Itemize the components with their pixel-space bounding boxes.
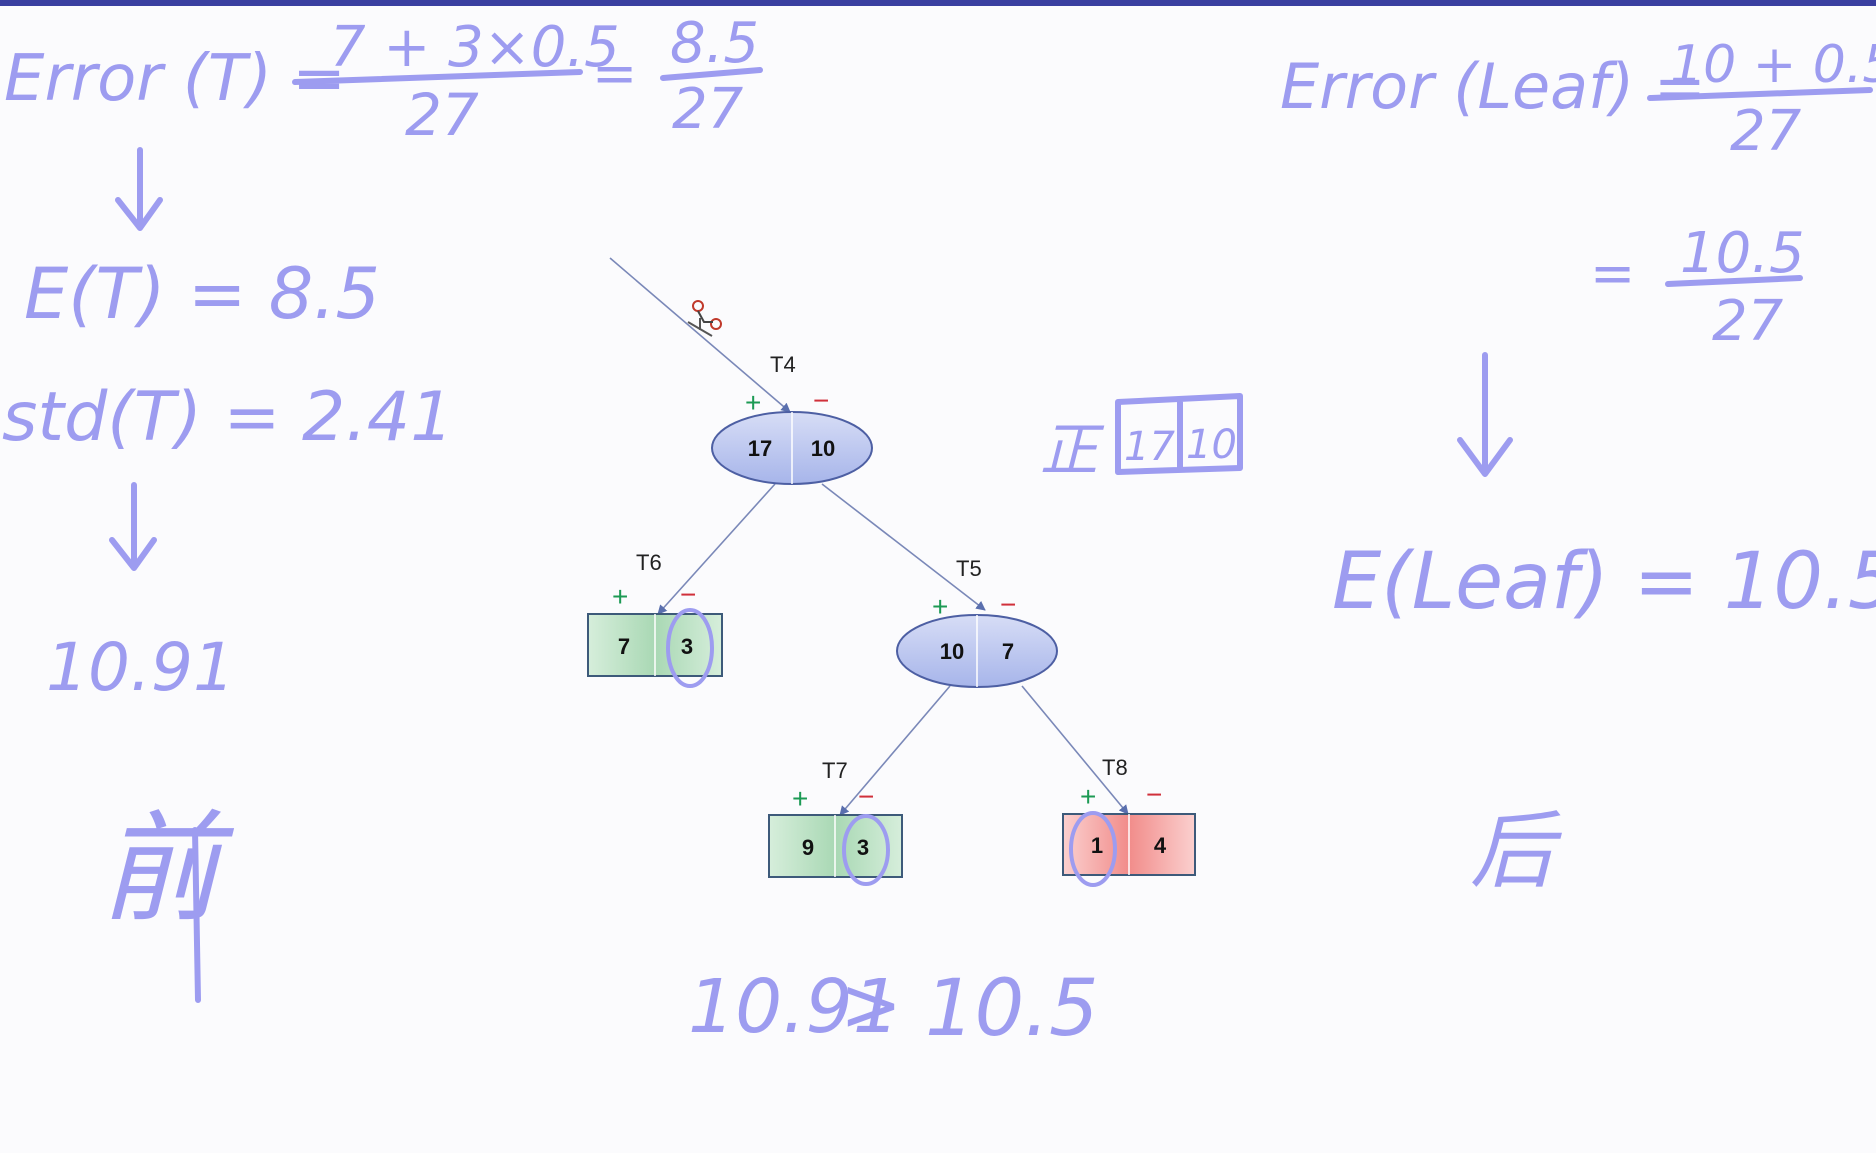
minus-sign: −: [813, 385, 829, 416]
merged-box: [1115, 393, 1243, 475]
comparison-left: 10.91: [688, 964, 900, 1050]
error-t-formula: Error (T) = 7 + 3×0.5 27 = 8.5 27: [4, 11, 763, 149]
node-label: T7: [822, 758, 848, 783]
minus-sign: −: [680, 579, 696, 610]
error-t-fraction-bar: [292, 69, 583, 85]
minus-sign: −: [1146, 779, 1162, 810]
plus-sign: +: [1080, 781, 1096, 812]
before-error-value: 10.91: [46, 629, 235, 706]
plus-sign: +: [932, 591, 948, 622]
node-positive-count: 1: [1091, 833, 1103, 858]
minus-sign: −: [858, 781, 874, 812]
comparison-operator: >: [840, 962, 902, 1048]
tree-edge-t4-t5: [821, 483, 986, 611]
tree-edge-root: [609, 257, 791, 413]
node-label: T5: [956, 556, 982, 581]
tree-edge-t5-t7: [839, 685, 951, 816]
error-t-equals: =: [592, 42, 637, 105]
plus-sign: +: [745, 387, 761, 418]
tree-node-t7: T7 + − 9 3: [768, 758, 903, 886]
error-leaf-result-denominator: 27: [1712, 289, 1784, 354]
node-positive-count: 9: [802, 835, 814, 860]
plus-sign: +: [612, 581, 628, 612]
node-positive-count: 17: [748, 436, 772, 461]
scissors-icon: [687, 300, 722, 337]
error-leaf-formula: Error (Leaf) = 10 + 0.5 27 = 10.5 27: [1280, 35, 1876, 354]
error-leaf-result-numerator: 10.5: [1680, 221, 1805, 286]
node-negative-count: 7: [1002, 639, 1014, 664]
node-label: T4: [770, 352, 796, 377]
merged-left: 17: [1124, 424, 1175, 470]
comparison-note: 10.91 > 10.5: [688, 962, 1099, 1054]
tree-node-t6: T6 + − 7 3: [587, 550, 723, 688]
node-positive-count: 10: [940, 639, 964, 664]
error-leaf-numerator: 10 + 0.5: [1670, 35, 1876, 95]
e-t-value: E(T) = 8.5: [24, 253, 380, 335]
before-label: 前: [100, 800, 235, 939]
error-leaf-equals: =: [1590, 242, 1635, 305]
node-negative-count: 10: [811, 436, 835, 461]
circled-mark: [842, 814, 890, 886]
error-leaf-fraction-bar: [1647, 87, 1873, 101]
decision-tree: T4 + − 17 10 T6 + − 7 3 T5 + − 10 7: [587, 257, 1196, 887]
node-label: T6: [636, 550, 662, 575]
merged-label: 正: [1040, 416, 1105, 484]
std-t-value: std(T) = 2.41: [2, 378, 453, 457]
error-t-denominator: 27: [405, 81, 479, 149]
node-negative-count: 3: [857, 835, 869, 860]
node-negative-count: 3: [681, 634, 693, 659]
after-label: 后: [1470, 802, 1562, 900]
error-t-result-bar: [660, 67, 763, 81]
tree-node-t4: T4 + − 17 10: [711, 352, 873, 485]
error-leaf-denominator: 27: [1730, 99, 1802, 164]
node-negative-count: 4: [1154, 833, 1167, 858]
merged-right: 10: [1186, 422, 1237, 468]
circled-mark: [666, 608, 714, 688]
error-t-numerator: 7 + 3×0.5: [330, 15, 620, 80]
error-leaf-lhs: Error (Leaf) =: [1280, 50, 1706, 123]
down-arrow-icon: [109, 482, 157, 571]
down-arrow-icon: [115, 147, 163, 231]
node-label: T8: [1102, 755, 1128, 780]
error-leaf-result-bar: [1665, 275, 1803, 287]
circled-mark: [1069, 811, 1117, 887]
plus-sign: +: [792, 783, 808, 814]
error-t-result-denominator: 27: [672, 77, 744, 142]
comparison-right: 10.5: [925, 964, 1099, 1054]
down-arrow-icon: [1457, 352, 1513, 477]
node-positive-count: 7: [618, 634, 630, 659]
top-border-bar: [0, 0, 1876, 6]
tree-node-t8: T8 + − 1 4: [1062, 755, 1196, 887]
error-t-result-numerator: 8.5: [670, 11, 759, 76]
before-label-stroke: [192, 827, 201, 1003]
error-t-lhs: Error (T) =: [4, 42, 346, 116]
tree-edge-t4-t6: [657, 483, 776, 615]
minus-sign: −: [1000, 589, 1016, 620]
merged-node-note: 正 17 10: [1040, 393, 1243, 484]
e-leaf-value: E(Leaf) = 10.5: [1332, 537, 1876, 627]
tree-edge-t5-t8: [1021, 685, 1129, 815]
tree-node-t5: T5 + − 10 7: [896, 556, 1058, 688]
